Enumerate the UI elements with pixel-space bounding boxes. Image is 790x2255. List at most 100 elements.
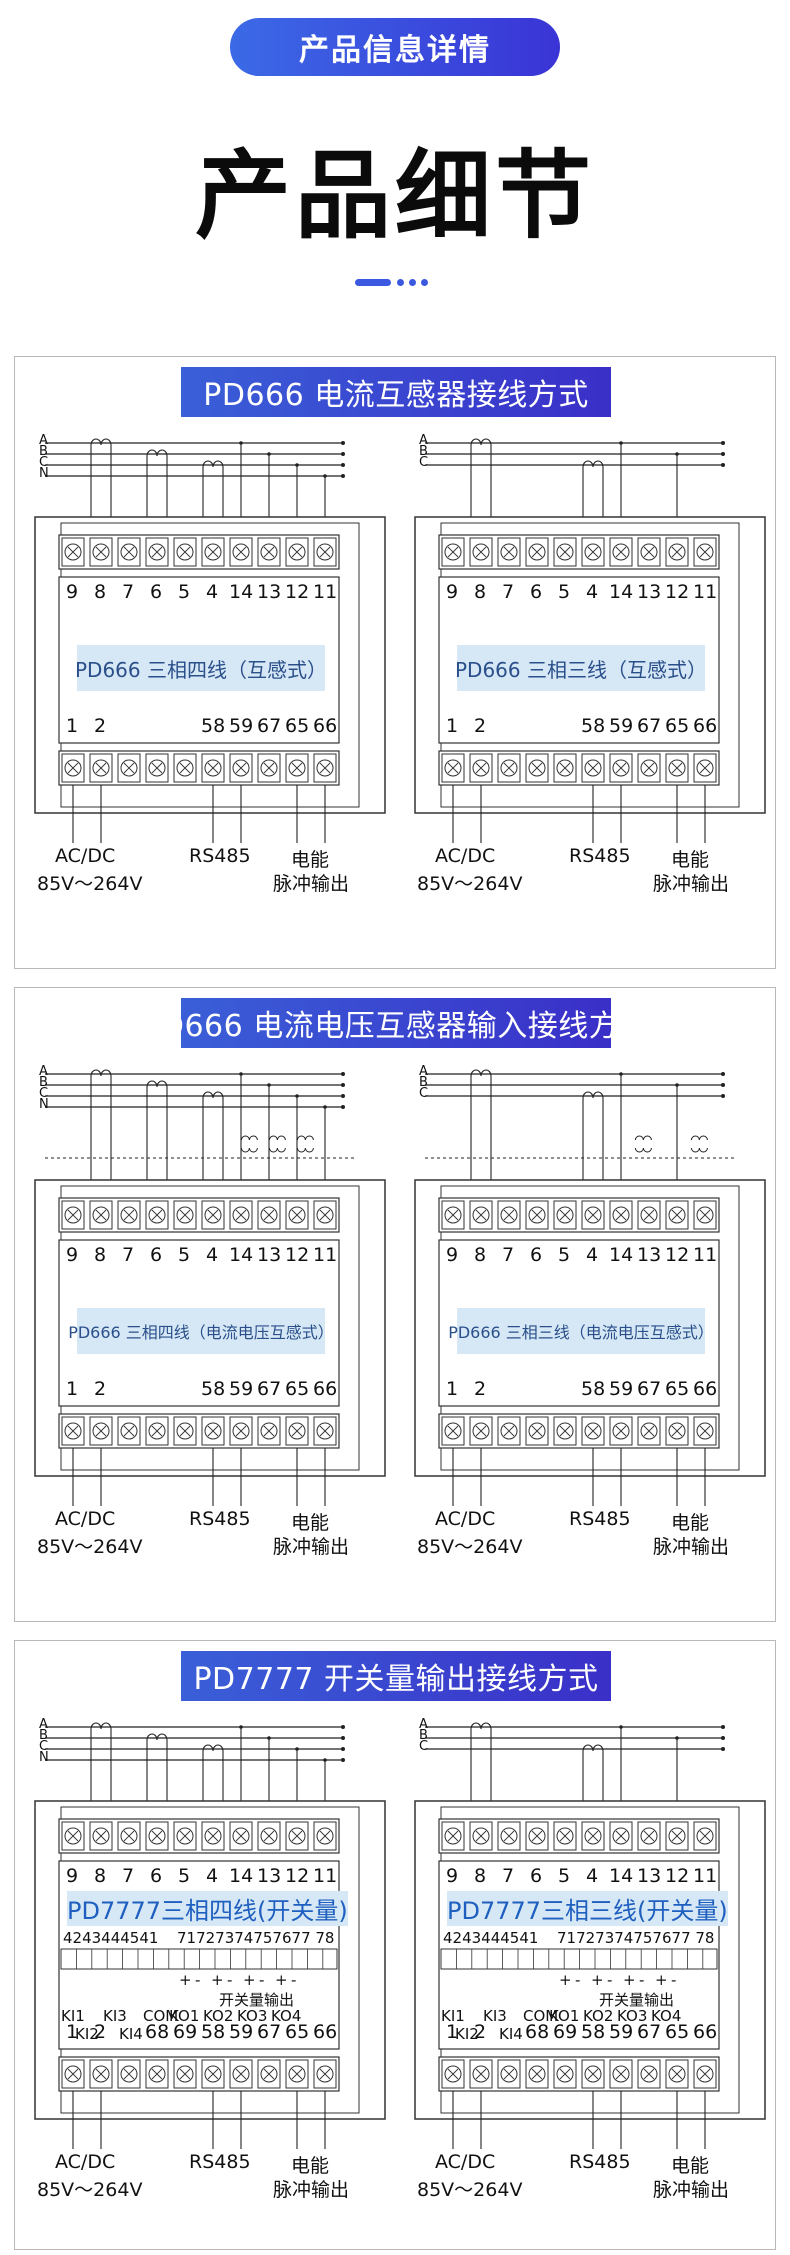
terminal-number: 14 [609,581,634,603]
ko-label: KO1 [169,2007,200,2025]
terminal-number: 8 [94,581,107,603]
terminal-number: 13 [257,1865,282,1887]
phase-label: C [419,455,429,470]
model-label: PD666 三相四线（电流电压互感式） [68,1308,334,1354]
ki-label: KI1 [441,2007,465,2025]
terminal-number: 9 [446,581,459,603]
terminal-number: 1 [446,2021,459,2043]
terminal-number: 5 [558,1244,571,1266]
polarity-sign: + [211,1971,224,1989]
terminal-number: 67 [637,715,662,737]
model-label: PD666 三相三线（互感式） [455,645,707,691]
terminal-number: 1 [66,715,79,737]
power-label: AC/DC [55,2151,116,2173]
terminal-number: 8 [474,581,487,603]
section-pill-title: 产品信息详情 [230,18,560,76]
terminal-number: 1 [446,1378,459,1400]
terminal-number: 12 [665,581,690,603]
terminal-number: 4 [206,581,219,603]
phase-label: A [419,1717,428,1732]
ko-label: KO1 [549,2007,580,2025]
terminal-number: 4 [206,1244,219,1266]
ko-label: KO4 [271,2007,302,2025]
phase-label: A [419,1064,428,1079]
terminal-number: 2 [474,1378,487,1400]
terminal-number: 14 [609,1244,634,1266]
terminal-number: 12 [665,1865,690,1887]
terminal-number: 5 [178,1865,191,1887]
terminal-number: 6 [150,1865,163,1887]
terminal-number: 1 [66,1378,79,1400]
terminal-number: 65 [665,2021,690,2043]
terminal-number: 6 [150,1244,163,1266]
pulse-output-label: 脉冲输出 [273,873,350,895]
terminal-number: 8 [474,1865,487,1887]
rs485-label: RS485 [569,1508,631,1530]
terminal-number: 11 [693,581,718,603]
phase-label: B [39,444,48,459]
energy-label: 电能 [291,849,330,871]
terminal-number: 59 [229,2021,254,2043]
wiring-svg [34,438,386,843]
rs485-label: RS485 [189,1508,251,1530]
power-voltage-label: 85V～264V [37,1536,143,1558]
model-label: PD7777三相三线(开关量) [447,1891,728,1926]
terminal-number: 5 [558,581,571,603]
model-label: PD666 三相三线（电流电压互感式） [448,1308,714,1354]
power-label: AC/DC [55,1508,116,1530]
ki-label: KI4 [499,2025,523,2043]
phase-label: B [39,1075,48,1090]
terminal-number: 11 [313,581,338,603]
switch-output-numbers: 71727374757677 78 [177,1929,335,1947]
terminal-number: 58 [581,1378,606,1400]
terminal-number: 7 [122,581,135,603]
terminal-number: 9 [66,1244,79,1266]
polarity-sign: - [607,1971,613,1989]
pulse-output-label: 脉冲输出 [653,2179,730,2201]
polarity-sign: + [623,1971,636,1989]
terminal-number: 67 [257,1378,282,1400]
title-decoration [355,278,433,286]
ki-label: KI2 [75,2025,99,2043]
terminal-number: 4 [586,1244,599,1266]
power-voltage-label: 85V～264V [37,2179,143,2201]
phase-label: C [419,1086,429,1101]
polarity-sign: - [639,1971,645,1989]
terminal-number: 12 [665,1244,690,1266]
ko-label: KO2 [583,2007,614,2025]
terminal-number: 14 [229,1865,254,1887]
terminal-number: 2 [474,715,487,737]
pulse-output-label: 脉冲输出 [273,1536,350,1558]
phase-label: C [39,1086,49,1101]
terminal-number: 6 [530,1865,543,1887]
phase-label: C [39,1739,49,1754]
phase-label: A [39,1064,48,1079]
terminal-number: 14 [229,581,254,603]
terminal-number: 65 [285,715,310,737]
terminal-number: 58 [201,2021,226,2043]
terminal-number: 11 [313,1244,338,1266]
phase-label: N [39,466,49,481]
ko-label: KO2 [203,2007,234,2025]
rs485-label: RS485 [189,2151,251,2173]
terminal-number: 58 [581,715,606,737]
terminal-number: 66 [693,1378,718,1400]
phase-label: C [39,455,49,470]
terminal-number: 12 [285,1865,310,1887]
terminal-number: 7 [122,1244,135,1266]
phase-label: N [39,1750,49,1765]
ki-label: KI1 [61,2007,85,2025]
terminal-number: 66 [313,1378,338,1400]
polarity-sign: - [575,1971,581,1989]
